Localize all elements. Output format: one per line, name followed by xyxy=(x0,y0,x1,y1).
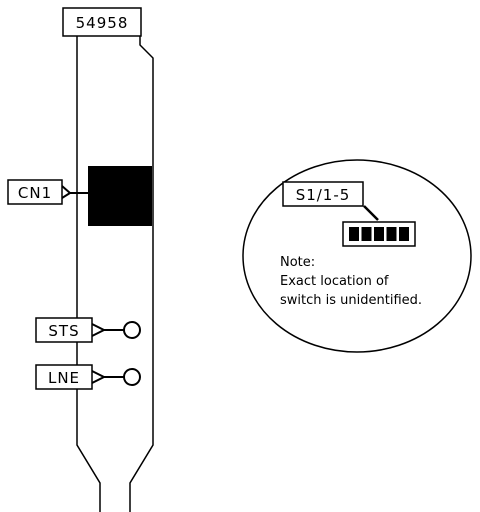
part-number-label: 54958 xyxy=(76,14,129,32)
lne-label: LNE xyxy=(48,369,80,387)
dip-switch-position-2 xyxy=(361,227,372,241)
dip-switch-position-3 xyxy=(374,227,384,241)
dip-switch-position-5 xyxy=(399,227,409,241)
dip-switch xyxy=(342,221,416,247)
s1-leader xyxy=(363,205,379,221)
dip-switch-position-4 xyxy=(386,227,397,241)
sts-leader xyxy=(91,323,124,337)
lne-callout: LNE xyxy=(35,364,141,390)
dip-switch-position-1 xyxy=(349,227,359,241)
note-line-1: Exact location of xyxy=(280,274,389,289)
note-heading: Note: xyxy=(280,255,315,270)
connector-cn1 xyxy=(88,166,152,226)
s1-label: S1/1-5 xyxy=(296,186,351,204)
cn1-leader xyxy=(61,185,88,199)
switch-detail-ellipse xyxy=(242,159,472,353)
sts-label: STS xyxy=(48,322,79,340)
lne-leader xyxy=(91,370,124,384)
cn1-callout: CN1 xyxy=(7,179,88,205)
note-line-2: switch is unidentified. xyxy=(280,293,422,308)
part-number-tab: 54958 xyxy=(62,7,142,37)
lne-led xyxy=(123,368,141,386)
s1-callout: S1/1-5 xyxy=(282,181,379,221)
sts-led xyxy=(123,321,141,339)
card-bracket-outline xyxy=(76,36,154,512)
cn1-label: CN1 xyxy=(18,184,52,202)
switch-note: Note: Exact location of switch is uniden… xyxy=(280,255,422,308)
sts-callout: STS xyxy=(35,317,141,343)
dip-switch-positions xyxy=(349,227,409,241)
